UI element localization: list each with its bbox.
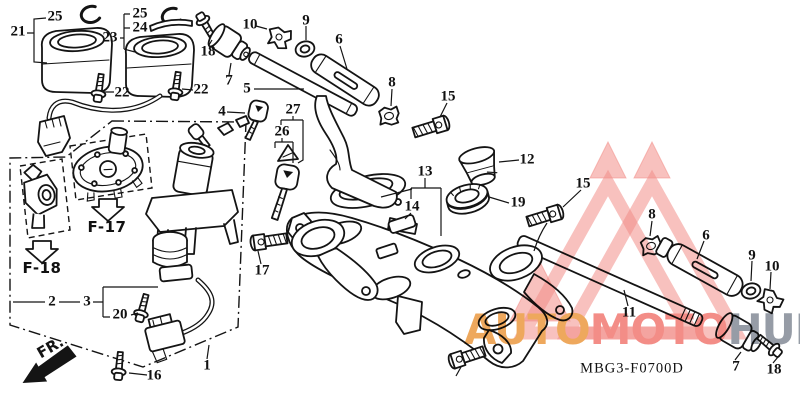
- part-ref-label: 14: [404, 198, 420, 215]
- grip-pipe-6-left: [310, 53, 380, 107]
- part-ref-label: 11: [621, 304, 637, 321]
- ignition-switch-assembly: [144, 115, 250, 364]
- part-ref-label: 12: [519, 151, 535, 168]
- fuel-cap-f17: [69, 126, 153, 222]
- washer-24: [149, 18, 193, 32]
- part-ref-label: 9: [748, 247, 756, 264]
- switch-housing-21: [40, 27, 113, 94]
- part-ref-label: 2: [48, 293, 56, 310]
- part-ref-label: 15: [575, 175, 591, 192]
- part-ref-label: 24: [132, 19, 148, 36]
- part-ref-label: 20: [112, 306, 128, 323]
- drawing-code: MBG3-F0700D: [580, 360, 684, 377]
- bracket-f18: [19, 158, 71, 264]
- part-ref-label: 21: [10, 23, 26, 40]
- handle-riser-left: [314, 95, 407, 209]
- part-ref-label: 19: [510, 194, 526, 211]
- part-ref-label: 23: [102, 29, 118, 46]
- part-ref-label: 26: [274, 123, 290, 140]
- part-ref-label: 22: [114, 84, 130, 101]
- part-ref-label: 18: [200, 43, 216, 60]
- part-ref-label: 3: [83, 293, 91, 310]
- part-ref-label: 22: [193, 81, 209, 98]
- pad-14: [387, 214, 417, 234]
- part-ref-label: 9: [302, 12, 310, 29]
- part-ref-label: 25: [132, 5, 148, 22]
- part-ref-label: 18: [766, 361, 782, 378]
- key-blank-26: [270, 144, 300, 221]
- part-ref-label: 6: [335, 31, 343, 48]
- part-ref-label: 16: [146, 367, 162, 384]
- immobilizer-unit-2: [152, 231, 194, 283]
- part-ref-label: 10: [764, 258, 780, 275]
- part-ref-label: 4: [218, 103, 226, 120]
- part-ref-label: 7: [732, 358, 740, 375]
- f17-down-arrow-icon: [91, 198, 125, 222]
- part-ref-label: 15: [440, 88, 456, 105]
- part-ref-label: 17: [254, 262, 270, 279]
- part-ref-label: F-17: [87, 218, 127, 236]
- steering-nut-19: [445, 183, 490, 215]
- handle-holder-left: [290, 218, 379, 301]
- key-4: [244, 99, 269, 141]
- part-ref-label: 27: [285, 101, 301, 118]
- part-ref-label: 1: [203, 357, 211, 374]
- part-ref-label: 8: [648, 206, 656, 223]
- ignition-connector: [144, 313, 186, 364]
- part-ref-label: 6: [702, 227, 710, 244]
- part-ref-label: 13: [417, 163, 433, 180]
- bar-end-weight-7-left: [207, 23, 251, 61]
- part-ref-label: 7: [225, 72, 233, 89]
- stem-cap-12: [458, 146, 498, 187]
- part-ref-label: 5: [243, 80, 251, 97]
- part-ref-label: 25: [47, 8, 63, 25]
- harness-connector: [37, 115, 71, 157]
- part-ref-label: 10: [242, 16, 258, 33]
- f18-down-arrow-icon: [25, 240, 59, 264]
- top-bridge: [286, 211, 549, 369]
- part-ref-label: 8: [388, 74, 396, 91]
- part-ref-label: F-18: [22, 259, 62, 277]
- assembly-1-boundary: [9, 120, 247, 368]
